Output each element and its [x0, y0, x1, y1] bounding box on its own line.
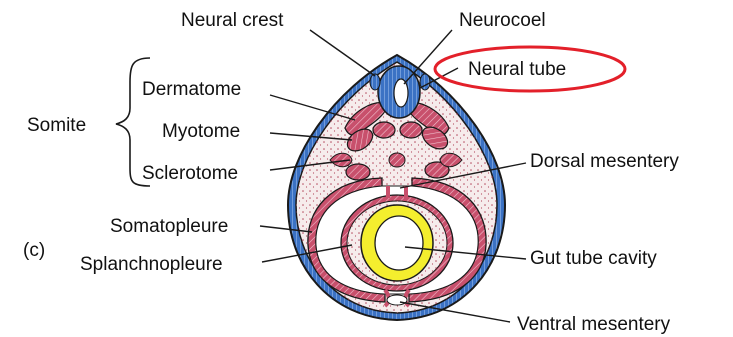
label-panel-letter: (c) — [23, 240, 45, 261]
label-neurocoel: Neurocoel — [459, 10, 546, 31]
leader-neural-crest — [310, 30, 375, 76]
embryo-body — [288, 55, 505, 320]
label-neural-tube: Neural tube — [468, 59, 566, 80]
label-neural-crest: Neural crest — [181, 10, 284, 31]
label-gut-tube-cavity: Gut tube cavity — [530, 248, 657, 269]
sclerotome-left — [346, 164, 370, 180]
label-ventral-mesentery: Ventral mesentery — [517, 314, 671, 335]
label-sclerotome: Sclerotome — [142, 163, 238, 184]
label-dorsal-mesentery: Dorsal mesentery — [530, 151, 679, 172]
label-myotome: Myotome — [162, 121, 240, 142]
label-dermatome: Dermatome — [142, 79, 241, 100]
gut-tube-cavity — [375, 216, 423, 270]
label-splanchnopleure: Splanchnopleure — [80, 254, 223, 275]
notochord — [389, 153, 405, 167]
label-somite: Somite — [27, 115, 86, 136]
neural-crest-left — [370, 74, 380, 90]
label-somatopleure: Somatopleure — [110, 216, 228, 237]
neurocoel — [394, 79, 408, 107]
